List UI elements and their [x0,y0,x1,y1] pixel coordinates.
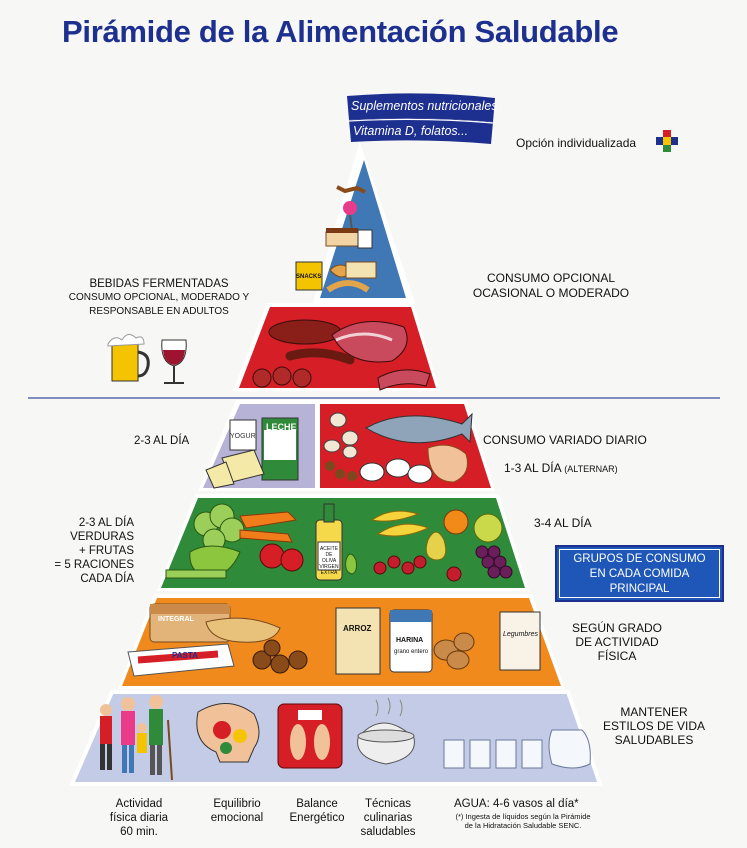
dairy-tier [203,404,315,488]
brain-gears-icon [196,703,260,763]
integral-label: INTEGRAL [158,616,194,623]
activity-line-1: Actividad [115,798,163,810]
veg-line-4: = 5 RACIONES [54,559,134,571]
veg-line-3: + FRUTAS [78,545,134,557]
grano-label: grano entero [394,649,429,655]
activity-caption: Actividad física diaria 60 min. [100,797,178,839]
veg-frequency: 2-3 AL DÍA VERDURAS + FRUTAS = 5 RACIONE… [40,516,134,586]
cereal-line-2: DE ACTIVIDAD [575,635,659,649]
fermented-label: BEBIDAS FERMENTADAS CONSUMO OPCIONAL, MO… [54,277,264,319]
lifestyle-label: MANTENER ESTILOS DE VIDA SALUDABLES [590,705,718,747]
energy-line-2: Energético [289,812,345,824]
arroz-label: ARROZ [343,624,372,633]
steamer-pot-icon [357,697,415,765]
beer-icon [107,334,150,382]
emotional-line-1: Equilibrio [213,798,261,810]
base-tier [68,690,603,786]
cooking-line-3: saludables [360,826,416,838]
activity-icon [100,695,173,781]
snacks-label: SNACKS [296,274,322,280]
optional-line-2: OCASIONAL O MODERADO [472,286,630,300]
pasta-label: PASTA [172,651,198,660]
activity-line-3: 60 min. [120,826,158,838]
leche-label: LECHE [266,422,297,432]
groups-line-1: GRUPOS DE CONSUMO [573,553,706,565]
lifestyle-line-2: ESTILOS DE VIDA [602,719,706,733]
veg-line-2: VERDURAS [70,531,134,543]
groups-line-2: EN CADA COMIDA [589,568,690,580]
fermented-line-3: RESPONSABLE EN ADULTOS [89,306,229,317]
plus-cross-icon [656,130,678,152]
cooking-line-2: culinarias [363,812,413,824]
optional-line-1: CONSUMO OPCIONAL [486,271,615,285]
banner-shape [347,93,495,144]
hydration-note: (*) Ingesta de líquidos según la Pirámid… [438,812,608,830]
cereal-line-1: SEGÚN GRADO [571,621,662,635]
alternate-label: 1-3 AL DÍA (ALTERNAR) [504,461,618,476]
cereal-line-3: FÍSICA [597,649,637,663]
water-glasses-icon [443,729,591,769]
optional-label: Opción individualizada [516,136,637,150]
wine-glass-icon [161,339,187,384]
groups-box: GRUPOS DE CONSUMO EN CADA COMIDA PRINCIP… [555,545,724,602]
note-line-2: de la Hidratación Saludable SENC. [464,821,582,830]
varied-label: CONSUMO VARIADO DIARIO [483,433,647,447]
protein-tier [320,404,491,488]
fermented-line-1: BEBIDAS FERMENTADAS [89,278,229,290]
groups-box-border [559,549,720,598]
page-title: Pirámide de la Alimentación Saludable [62,14,619,49]
water-caption: AGUA: 4-6 vasos al día* [454,798,579,810]
optional-consumption-label: CONSUMO OPCIONAL OCASIONAL O MODERADO [458,271,644,301]
banner-line-2: Vitamina D, folatos... [353,124,469,138]
fruit-tier [161,498,525,588]
groups-line-3: PRINCIPAL [609,583,670,595]
veg-line-1: 2-3 AL DÍA [78,517,134,529]
supplements-banner: Suplementos nutricionales Vitamina D, fo… [343,92,499,146]
activity-line-2: física diaria [109,812,169,824]
energy-caption: Balance Energético [276,797,358,825]
cooking-line-1: Técnicas [364,798,412,810]
alternate-sub: (ALTERNAR) [564,464,618,474]
cereal-label: SEGÚN GRADO DE ACTIVIDAD FÍSICA [558,621,676,663]
fruit-frequency: 3-4 AL DÍA [534,516,592,530]
top-tier [320,160,406,298]
fermented-line-2: CONSUMO OPCIONAL, MODERADO Y [68,292,250,303]
veg-line-5: CADA DÍA [80,573,134,585]
alternate-main: 1-3 AL DÍA [504,461,561,475]
emotional-line-2: emocional [210,812,264,824]
aceite-label: ACEITE DE OLIVA VIRGEN EXTRA [319,546,339,576]
meat-tier [239,307,436,388]
yogur-label: YOGUR [230,433,256,440]
emotional-caption: Equilibrio emocional [196,797,278,825]
cooking-caption: Técnicas culinarias saludables [348,797,428,839]
cereal-tier [122,598,561,686]
scale-feet-icon [277,703,343,769]
lifestyle-line-3: SALUDABLES [614,733,694,747]
note-line-1: (*) Ingesta de líquidos según la Pirámid… [455,812,591,821]
energy-line-1: Balance [296,798,338,810]
banner-line-1: Suplementos nutricionales [351,99,498,113]
harina-label: HARINA [396,637,424,644]
lifestyle-line-1: MANTENER [620,705,688,719]
legumbres-label: Legumbres [503,631,539,638]
dairy-frequency: 2-3 AL DÍA [134,435,190,447]
